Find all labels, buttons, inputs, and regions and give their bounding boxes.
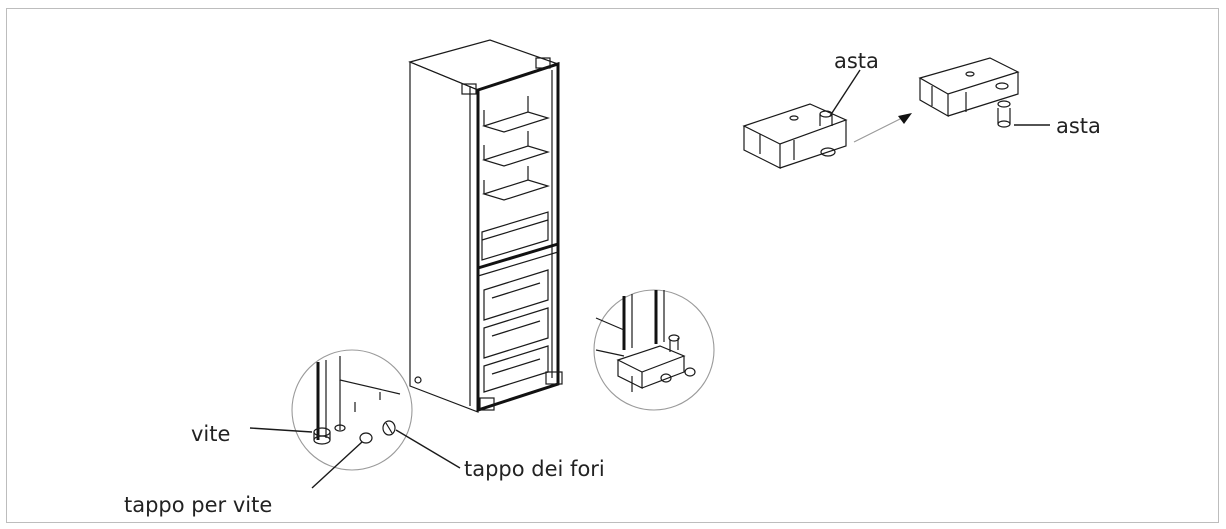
hinge-swap bbox=[742, 57, 1020, 169]
zoom-circle-bottom-right bbox=[593, 289, 715, 411]
leader-screw-cap bbox=[311, 441, 363, 489]
zoom-circle-bottom-left bbox=[291, 349, 413, 471]
compartment-divider bbox=[477, 242, 559, 270]
leader-lines bbox=[249, 69, 1050, 489]
freezer-drawers bbox=[483, 269, 549, 393]
leader-screw bbox=[249, 427, 313, 433]
screw-cap-icon bbox=[359, 432, 373, 444]
hinge-right-icon bbox=[918, 57, 1020, 128]
leader-hole-cap bbox=[395, 429, 461, 469]
hinge-left-icon bbox=[742, 103, 848, 169]
fridge-shelves bbox=[481, 96, 551, 201]
label-screw-cap: tappo per vite bbox=[124, 493, 272, 517]
crisper-drawer bbox=[481, 211, 549, 261]
label-rod-right: asta bbox=[1056, 114, 1101, 138]
leader-rod-top bbox=[829, 69, 861, 117]
fridge-side bbox=[409, 61, 479, 413]
screw-icon bbox=[313, 424, 346, 445]
swap-arrow bbox=[853, 115, 907, 143]
hinge-bracket-icon bbox=[616, 334, 696, 392]
bottom-hinge bbox=[545, 371, 563, 385]
label-hole-cap: tappo dei fori bbox=[464, 457, 605, 481]
hole-cap-icon bbox=[382, 420, 396, 436]
label-rod-top: asta bbox=[834, 49, 879, 73]
figure-frame bbox=[6, 8, 1219, 523]
top-hinge bbox=[535, 57, 551, 69]
label-screw: vite bbox=[191, 422, 230, 446]
refrigerator bbox=[408, 39, 563, 413]
